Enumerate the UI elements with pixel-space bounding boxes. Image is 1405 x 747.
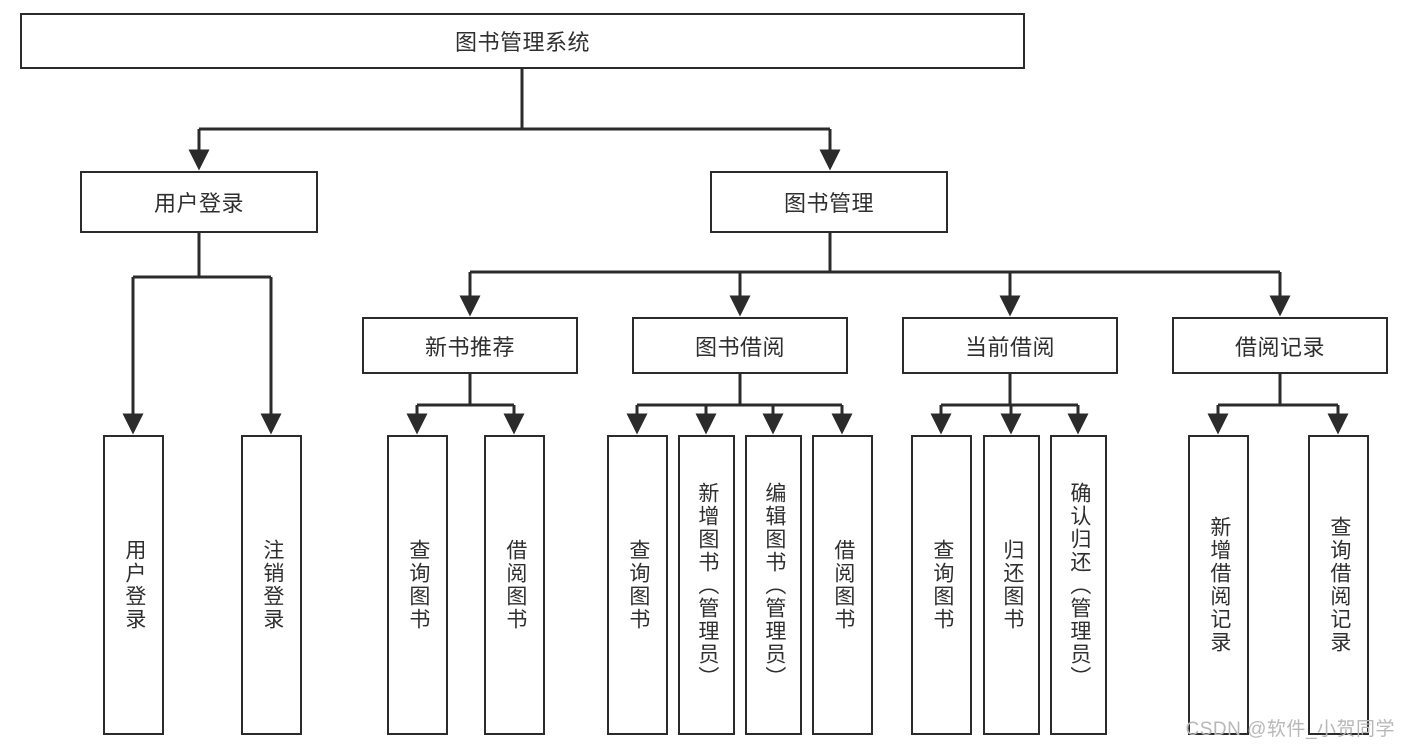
leaf-query-book-new[interactable]: 查询图书 bbox=[387, 435, 448, 735]
node-book-management-label: 图书管理 bbox=[783, 191, 874, 216]
leaf-borrow-book-new-label: 借阅图书 bbox=[503, 539, 527, 631]
leaf-query-book-borrow[interactable]: 查询图书 bbox=[607, 435, 668, 735]
leaf-logout[interactable]: 注销登录 bbox=[241, 435, 302, 735]
leaf-add-borrow-record-label: 新增借阅记录 bbox=[1207, 516, 1231, 654]
leaf-add-borrow-record[interactable]: 新增借阅记录 bbox=[1188, 435, 1249, 735]
leaf-user-login-label: 用户登录 bbox=[122, 539, 146, 631]
leaf-add-book-admin[interactable]: 新增图书（管理员） bbox=[678, 435, 735, 735]
leaf-query-book-current-label: 查询图书 bbox=[930, 539, 954, 631]
leaf-query-book-current[interactable]: 查询图书 bbox=[911, 435, 972, 735]
leaf-query-borrow-record[interactable]: 查询借阅记录 bbox=[1308, 435, 1369, 735]
leaf-query-book-new-label: 查询图书 bbox=[406, 539, 430, 631]
leaf-logout-label: 注销登录 bbox=[260, 539, 284, 631]
node-root-label: 图书管理系统 bbox=[454, 30, 590, 55]
node-current-borrow-label: 当前借阅 bbox=[964, 334, 1055, 360]
leaf-confirm-return-admin[interactable]: 确认归还（管理员） bbox=[1050, 435, 1107, 735]
node-book-borrow[interactable]: 图书借阅 bbox=[632, 317, 848, 374]
leaf-add-book-admin-label: 新增图书（管理员） bbox=[695, 481, 719, 689]
node-user-login[interactable]: 用户登录 bbox=[80, 171, 318, 233]
leaf-query-book-borrow-label: 查询图书 bbox=[626, 539, 650, 631]
node-borrow-records[interactable]: 借阅记录 bbox=[1172, 317, 1388, 374]
node-new-book-recommend[interactable]: 新书推荐 bbox=[362, 317, 578, 374]
leaf-query-borrow-record-label: 查询借阅记录 bbox=[1327, 516, 1351, 654]
node-new-book-recommend-label: 新书推荐 bbox=[424, 334, 515, 360]
leaf-user-login[interactable]: 用户登录 bbox=[103, 435, 164, 735]
watermark: CSDN @软件_小贺同学 bbox=[1185, 719, 1395, 740]
node-borrow-records-label: 借阅记录 bbox=[1234, 334, 1325, 360]
node-book-borrow-label: 图书借阅 bbox=[694, 334, 785, 360]
leaf-return-book-label: 归还图书 bbox=[1000, 539, 1024, 631]
node-user-login-label: 用户登录 bbox=[153, 191, 244, 216]
leaf-borrow-book-label: 借阅图书 bbox=[831, 539, 855, 631]
leaf-edit-book-admin-label: 编辑图书（管理员） bbox=[762, 481, 786, 689]
leaf-edit-book-admin[interactable]: 编辑图书（管理员） bbox=[745, 435, 802, 735]
leaf-borrow-book[interactable]: 借阅图书 bbox=[812, 435, 873, 735]
leaf-return-book[interactable]: 归还图书 bbox=[983, 435, 1040, 735]
leaf-confirm-return-admin-label: 确认归还（管理员） bbox=[1067, 481, 1091, 689]
node-root[interactable]: 图书管理系统 bbox=[20, 13, 1025, 69]
node-current-borrow[interactable]: 当前借阅 bbox=[902, 317, 1118, 374]
node-book-management[interactable]: 图书管理 bbox=[710, 171, 948, 233]
leaf-borrow-book-new[interactable]: 借阅图书 bbox=[484, 435, 545, 735]
